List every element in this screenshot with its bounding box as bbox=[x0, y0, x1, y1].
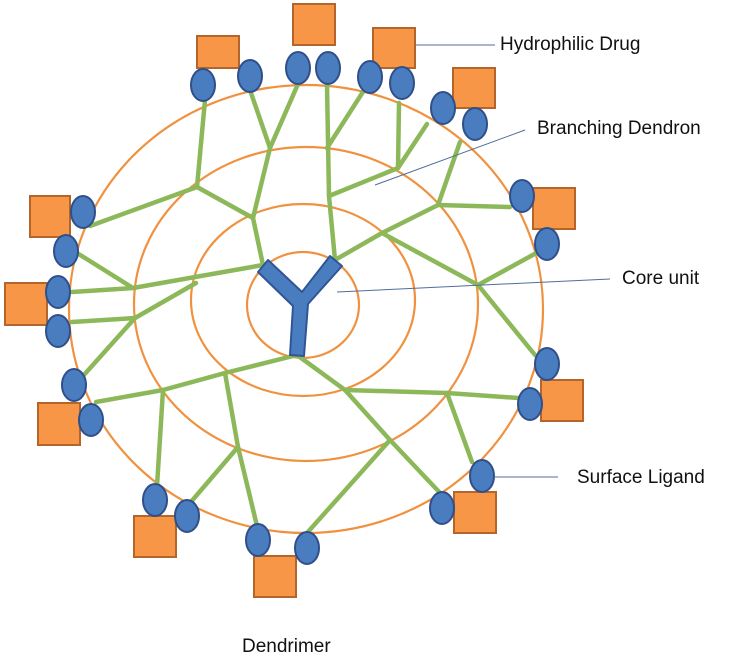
dendron-branch bbox=[342, 387, 450, 396]
surface-ligands bbox=[45, 51, 560, 565]
dendron-branch bbox=[326, 165, 401, 199]
hydrophilic-drug bbox=[196, 35, 240, 69]
hydrophilic-drug bbox=[37, 402, 81, 446]
surface-ligand bbox=[45, 314, 71, 348]
dendron-branch bbox=[69, 285, 136, 295]
dendron-branch bbox=[130, 262, 266, 291]
surface-ligand bbox=[469, 459, 495, 493]
surface-ligand bbox=[462, 107, 488, 141]
surface-ligand bbox=[294, 531, 320, 565]
dendron-branch bbox=[154, 387, 166, 489]
dendron-branch bbox=[194, 184, 256, 221]
dendron-branch bbox=[332, 230, 385, 263]
leader-core-unit bbox=[336, 278, 611, 293]
hydrophilic-drug bbox=[29, 195, 71, 238]
hydrophilic-drug bbox=[4, 282, 48, 326]
dendron-branch bbox=[294, 352, 348, 393]
dendron-branch bbox=[395, 100, 402, 171]
dendron-branch bbox=[395, 121, 430, 171]
surface-ligand bbox=[142, 483, 168, 517]
hydrophilic-drug bbox=[453, 491, 497, 534]
surface-ligand bbox=[174, 499, 200, 533]
hydrophilic-drugs bbox=[4, 3, 584, 598]
surface-ligand bbox=[61, 368, 87, 402]
dendron-branch bbox=[324, 82, 332, 199]
dendron-branch bbox=[475, 282, 538, 358]
dendron-branch bbox=[235, 444, 260, 529]
dendron-branch bbox=[87, 184, 200, 229]
generation-ring-2 bbox=[189, 202, 417, 398]
leader-branching-dendron bbox=[374, 129, 526, 186]
label-surface-ligand: Surface Ligand bbox=[577, 467, 705, 488]
core-unit-y bbox=[257, 255, 343, 357]
dendron-branch bbox=[194, 97, 208, 190]
dendron-branch bbox=[69, 315, 138, 325]
dendron-branch bbox=[132, 280, 199, 321]
label-core-unit: Core unit bbox=[622, 268, 700, 289]
dendron-branch bbox=[222, 370, 241, 450]
surface-ligand bbox=[285, 51, 311, 85]
surface-ligand bbox=[315, 51, 341, 85]
hydrophilic-drug bbox=[372, 27, 416, 69]
dendron-branch bbox=[250, 215, 266, 268]
surface-ligand bbox=[78, 403, 104, 437]
surface-ligand bbox=[534, 347, 560, 381]
leader-lines bbox=[336, 44, 611, 478]
hydrophilic-drug bbox=[532, 187, 576, 230]
dendron-branch bbox=[444, 390, 475, 465]
surface-ligand bbox=[509, 179, 535, 213]
surface-ligand bbox=[245, 523, 271, 557]
dendron-branch bbox=[324, 81, 371, 151]
dendron-branch bbox=[387, 437, 446, 499]
surface-ligand bbox=[389, 66, 415, 100]
dendron-branch bbox=[160, 370, 228, 393]
surface-ligand bbox=[429, 491, 455, 525]
dendron-branch bbox=[475, 248, 543, 288]
dendron-branch bbox=[267, 81, 301, 151]
dendron-branch bbox=[247, 87, 273, 151]
label-hydrophilic-drug: Hydrophilic Drug bbox=[500, 34, 641, 55]
dendron-branch bbox=[342, 387, 393, 443]
generation-ring-3 bbox=[132, 145, 480, 463]
hydrophilic-drug bbox=[452, 67, 496, 109]
dendron-branch bbox=[187, 444, 241, 506]
dendron-branch bbox=[250, 145, 273, 221]
hydrophilic-drug bbox=[253, 555, 297, 598]
dendron-branch bbox=[444, 390, 521, 401]
dendron-branch bbox=[435, 202, 513, 210]
hydrophilic-drug bbox=[133, 515, 177, 558]
core-unit bbox=[257, 255, 343, 357]
dendron-branch bbox=[74, 250, 136, 291]
surface-ligand bbox=[70, 195, 96, 229]
dendron-branch bbox=[304, 437, 393, 536]
surface-ligand bbox=[357, 60, 383, 94]
surface-ligand bbox=[534, 227, 560, 261]
dendron-branch bbox=[80, 315, 138, 379]
hydrophilic-drug bbox=[540, 379, 584, 422]
dendron-branch bbox=[326, 193, 338, 263]
dendron-branch bbox=[379, 202, 441, 236]
hydrophilic-drug bbox=[292, 3, 336, 46]
surface-ligand bbox=[237, 59, 263, 93]
caption-dendrimer: Dendrimer bbox=[242, 636, 331, 657]
surface-ligand bbox=[45, 275, 71, 309]
surface-ligand bbox=[430, 91, 456, 125]
branching-dendrons bbox=[69, 81, 543, 536]
dendron-branch bbox=[435, 139, 463, 208]
surface-ligand bbox=[190, 68, 216, 102]
dendron-branch bbox=[222, 352, 300, 376]
surface-ligand bbox=[517, 387, 543, 421]
dendron-branch bbox=[379, 230, 481, 288]
label-branching-dendron: Branching Dendron bbox=[537, 118, 701, 139]
surface-ligand bbox=[53, 234, 79, 268]
dendron-branch bbox=[93, 387, 166, 405]
